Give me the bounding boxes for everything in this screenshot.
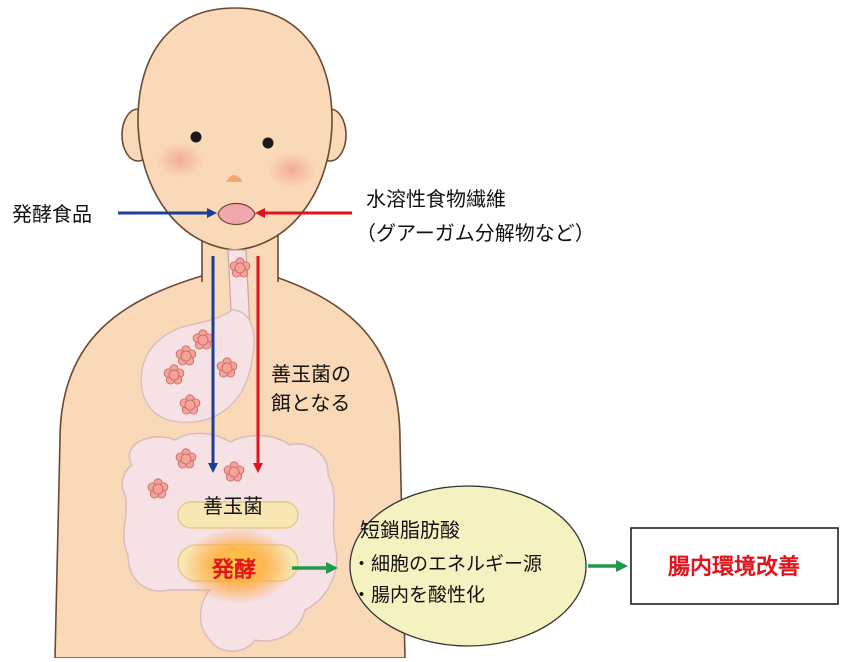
fiber-label-line1: 水溶性食物繊維 [366,187,506,211]
stomach [140,309,255,423]
result-box [630,527,839,605]
left-cheek [156,142,204,178]
scfa-item-1: ・細胞のエネルギー源 [352,553,542,575]
nose [226,175,243,182]
feed-label-line1: 善玉菌の [271,362,351,386]
right-eye [262,137,274,149]
fiber-label-line2: （グアーガム分解物など） [356,221,595,245]
fermented-food-label: 発酵食品 [12,202,92,226]
scfa-title: 短鎖脂肪酸 [360,518,460,542]
scfa-item-2: ・腸内を酸性化 [352,584,485,606]
result-label: 腸内環境改善 [668,554,800,580]
good-bacteria-label: 善玉菌 [203,494,263,518]
feed-label-line2: 餌となる [271,391,350,415]
mouth [217,202,256,226]
left-eye [190,131,202,143]
right-cheek [268,152,316,188]
fermentation-glow [183,528,293,604]
fermentation-label: 発酵 [211,557,256,583]
scfa-ellipse [349,485,587,647]
